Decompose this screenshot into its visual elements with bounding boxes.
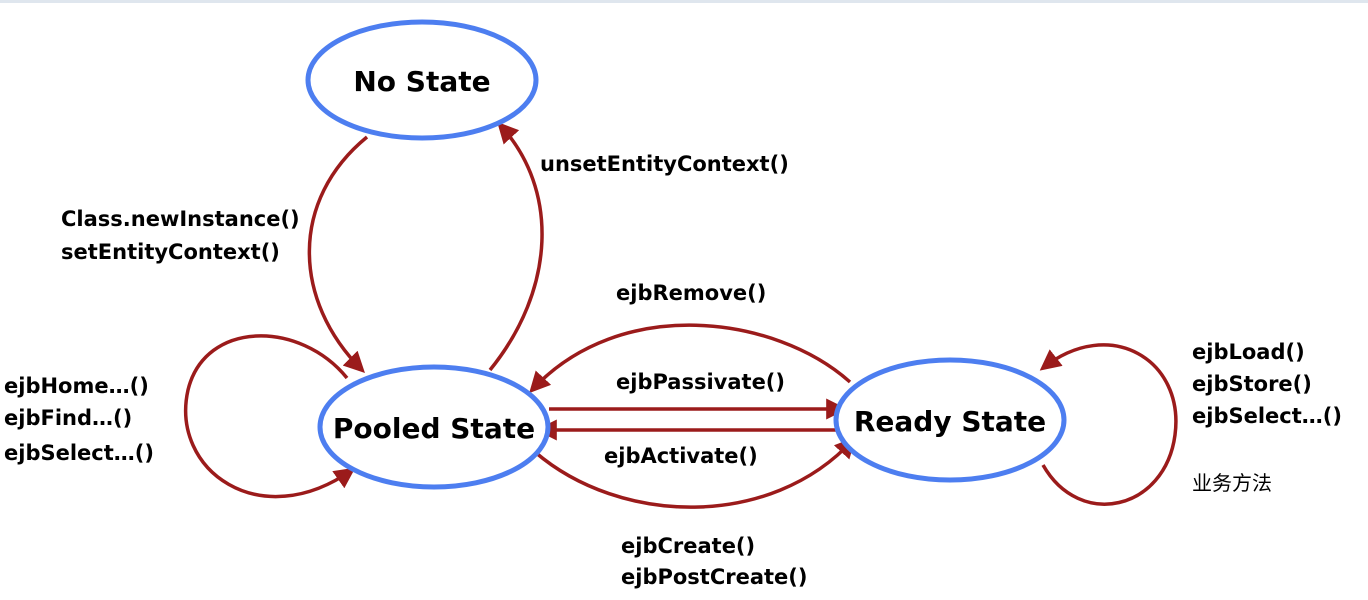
label-business-methods: 业务方法 [1192, 471, 1272, 495]
no-state-node: No State [305, 19, 539, 141]
label-unset-entity-context: unsetEntityContext() [540, 152, 789, 176]
arrow-pooled-self-loop [184, 334, 356, 499]
label-ejb-home: ejbHome…() [4, 374, 149, 398]
pooled-state-node: Pooled State [317, 364, 551, 490]
ready-state-ellipse [833, 357, 1067, 483]
no-state-label: No State [353, 65, 490, 98]
label-ejb-passivate: ejbPassivate() [616, 370, 785, 394]
label-ejb-remove: ejbRemove() [616, 281, 766, 305]
transition-arrows [184, 121, 1178, 509]
arrow-unset-entity-context [488, 121, 544, 372]
label-ejb-select-pooled: ejbSelect…() [4, 441, 154, 465]
arrow-ready-self-loop [1039, 343, 1178, 506]
arrow-new-instance [307, 135, 369, 373]
label-ejb-post-create: ejbPostCreate() [621, 565, 808, 589]
arrow-ejb-remove [529, 323, 852, 394]
ready-state-node: Ready State [833, 357, 1067, 483]
top-border [0, 0, 1368, 3]
label-ejb-create: ejbCreate() [621, 534, 755, 558]
no-state-ellipse [305, 19, 539, 141]
label-ejb-store: ejbStore() [1192, 372, 1312, 396]
arrow-ejb-create [533, 436, 856, 509]
label-class-new-instance: Class.newInstance() [61, 207, 300, 231]
label-ejb-find: ejbFind…() [4, 406, 132, 430]
label-ejb-activate: ejbActivate() [604, 444, 758, 468]
state-nodes: No State Pooled State Ready State [305, 19, 1067, 490]
pooled-state-label: Pooled State [333, 412, 535, 445]
ready-state-label: Ready State [854, 405, 1046, 438]
pooled-state-ellipse [317, 364, 551, 490]
label-ejb-select-ready: ejbSelect…() [1192, 404, 1342, 428]
label-ejb-load: ejbLoad() [1192, 340, 1305, 364]
transition-labels: Class.newInstance() setEntityContext() u… [4, 152, 1342, 589]
label-set-entity-context: setEntityContext() [61, 240, 280, 264]
